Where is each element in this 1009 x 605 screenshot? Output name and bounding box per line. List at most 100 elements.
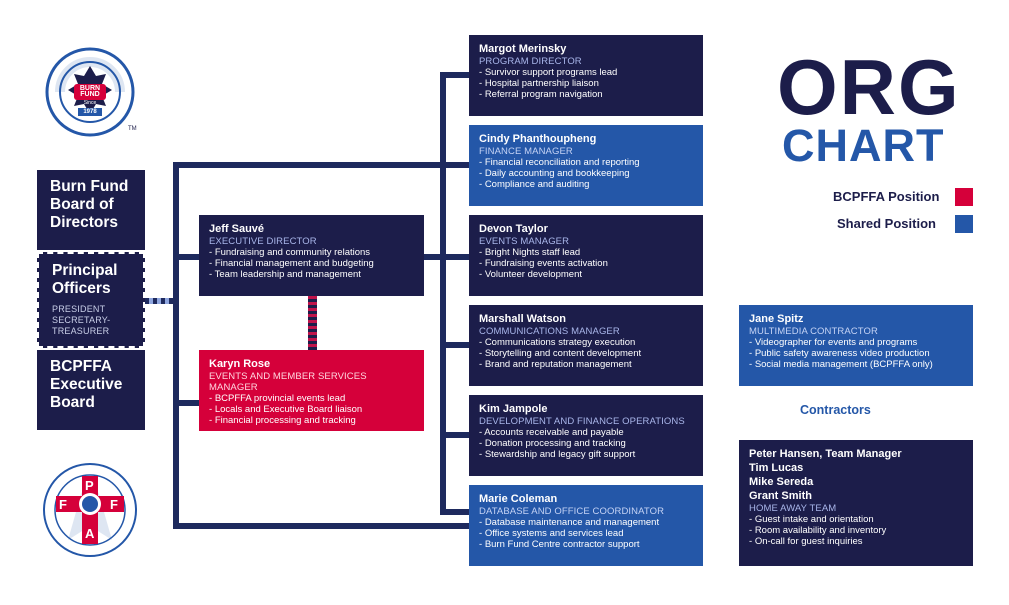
staff-card-marie: Marie Coleman Database and Office Coordi… xyxy=(469,485,703,566)
bcpffa-logo-letter-a: A xyxy=(85,526,95,541)
burn-fund-logo-since: Since xyxy=(83,100,97,106)
staff-duty: Database maintenance and management xyxy=(479,517,693,528)
connector-spine-left xyxy=(173,162,179,529)
bcpffa-logo-letter-p: P xyxy=(85,478,94,493)
staff-name: Kim Jampole xyxy=(479,403,548,415)
contractor-title: Multimedia Contractor xyxy=(749,326,878,337)
staff-title: Database and Office Coordinator xyxy=(479,506,665,517)
staff-duty: Donation processing and tracking xyxy=(479,438,693,449)
connector-staff-spine xyxy=(440,72,446,515)
contractor-name: Peter Hansen, Team Manager xyxy=(749,448,902,460)
connector-karyn xyxy=(173,400,199,406)
staff-duty: Volunteer development xyxy=(479,269,693,280)
staff-name: Cindy Phanthoupheng xyxy=(479,133,597,145)
staff-duty: Team leadership and management xyxy=(209,269,414,280)
legend-swatch-bcpffa xyxy=(955,188,973,206)
contractor-name: Jane Spitz xyxy=(749,313,804,325)
staff-duty: Daily accounting and bookkeeping xyxy=(479,168,693,179)
bcpffa-logo-letter-f-right: F xyxy=(110,497,118,512)
staff-duty: Accounts receivable and payable xyxy=(479,427,693,438)
staff-title: Events and Member Services Manager xyxy=(209,371,367,393)
connector-marie xyxy=(440,509,469,515)
connector-marshall xyxy=(440,342,469,348)
staff-duty: Storytelling and content development xyxy=(479,348,693,359)
board-of-directors-title: Burn Fund Board of Directors xyxy=(50,178,129,231)
staff-title: Finance Manager xyxy=(479,146,573,157)
connector-top-horizontal xyxy=(173,162,469,168)
staff-card-margot: Margot Merinsky Program Director Survivo… xyxy=(469,35,703,116)
staff-title: Development and Finance Operations xyxy=(479,416,685,427)
staff-duty: Fundraising and community relations xyxy=(209,247,414,258)
contractor-name: Tim Lucas xyxy=(749,462,804,474)
staff-duty: Stewardship and legacy gift support xyxy=(479,449,693,460)
executive-board-title: BCPFFA Executive Board xyxy=(50,358,123,411)
staff-duty: Hospital partnership liaison xyxy=(479,78,693,89)
staff-duty: Financial processing and tracking xyxy=(209,415,414,426)
principal-officers-box: Principal Officers President Secretary-T… xyxy=(37,252,145,348)
contractor-duty: Public safety awareness video production xyxy=(749,348,963,359)
connector-devon xyxy=(424,254,469,260)
legend-swatch-shared xyxy=(955,215,973,233)
staff-duty: Brand and reputation management xyxy=(479,359,693,370)
connector-officers-dashed xyxy=(145,298,173,304)
board-of-directors-box: Burn Fund Board of Directors xyxy=(37,170,145,250)
contractor-card-home-away: Peter Hansen, Team Manager Tim Lucas Mik… xyxy=(739,440,973,566)
staff-duty: Financial management and budgeting xyxy=(209,258,414,269)
burn-fund-logo-text: BURN FUND xyxy=(79,85,101,98)
staff-duty: Referral program navigation xyxy=(479,89,693,100)
staff-name: Marshall Watson xyxy=(479,313,566,325)
staff-duty: Office systems and services lead xyxy=(479,528,693,539)
staff-card-karyn: Karyn Rose Events and Member Services Ma… xyxy=(199,350,424,431)
contractor-name: Grant Smith xyxy=(749,490,812,502)
staff-title: Communications Manager xyxy=(479,326,620,337)
burn-fund-logo-tm: TM xyxy=(128,126,137,132)
connector-jeff xyxy=(173,254,199,260)
staff-duty: Locals and Executive Board liaison xyxy=(209,404,414,415)
staff-card-devon: Devon Taylor Events Manager Bright Night… xyxy=(469,215,703,296)
page-title-org: ORG xyxy=(777,43,961,131)
staff-duty: BCPFFA provincial events lead xyxy=(209,393,414,404)
staff-card-jeff: Jeff Sauvé Executive Director Fundraisin… xyxy=(199,215,424,296)
staff-name: Marie Coleman xyxy=(479,493,558,505)
burn-fund-logo-year: 1978 xyxy=(83,109,97,115)
staff-name: Margot Merinsky xyxy=(479,43,567,55)
staff-card-marshall: Marshall Watson Communications Manager C… xyxy=(469,305,703,386)
contractors-label: Contractors xyxy=(800,403,871,417)
page-title-chart: CHART xyxy=(782,120,945,171)
bcpffa-logo: P F F A xyxy=(42,462,138,558)
staff-duty: Compliance and auditing xyxy=(479,179,693,190)
executive-board-box: BCPFFA Executive Board xyxy=(37,350,145,430)
principal-officers-subtitle: President Secretary-Treasurer xyxy=(52,304,111,336)
staff-duty: Financial reconciliation and reporting xyxy=(479,157,693,168)
contractor-name: Mike Sereda xyxy=(749,476,814,488)
staff-title: Executive Director xyxy=(209,236,317,247)
staff-card-cindy: Cindy Phanthoupheng Finance Manager Fina… xyxy=(469,125,703,206)
connector-kim xyxy=(440,432,469,438)
legend-label-shared: Shared Position xyxy=(837,216,936,231)
staff-duty: Burn Fund Centre contractor support xyxy=(479,539,693,550)
contractor-duty: On-call for guest inquiries xyxy=(749,536,963,547)
bcpffa-logo-letter-f-left: F xyxy=(59,497,67,512)
connector-margot xyxy=(440,72,469,78)
contractor-card-jane: Jane Spitz Multimedia Contractor Videogr… xyxy=(739,305,973,386)
contractor-title: Home Away Team xyxy=(749,503,837,514)
contractor-duty: Guest intake and orientation xyxy=(749,514,963,525)
staff-title: Program Director xyxy=(479,56,582,67)
contractor-duty: Room availability and inventory xyxy=(749,525,963,536)
staff-name: Karyn Rose xyxy=(209,358,271,370)
legend-label-bcpffa: BCPFFA Position xyxy=(833,189,940,204)
contractor-duty: Videographer for events and programs xyxy=(749,337,963,348)
staff-name: Jeff Sauvé xyxy=(209,223,265,235)
staff-card-kim: Kim Jampole Development and Finance Oper… xyxy=(469,395,703,476)
staff-name: Devon Taylor xyxy=(479,223,548,235)
connector-bottom-horizontal xyxy=(173,523,469,529)
staff-duty: Fundraising events activation xyxy=(479,258,693,269)
staff-title: Events Manager xyxy=(479,236,570,247)
connector-jeff-karyn-dashed xyxy=(308,296,317,350)
principal-officers-title: Principal Officers xyxy=(52,262,118,297)
staff-duty: Bright Nights staff lead xyxy=(479,247,693,258)
contractor-duty: Social media management (BCPFFA only) xyxy=(749,359,963,370)
staff-duty: Communications strategy execution xyxy=(479,337,693,348)
staff-duty: Survivor support programs lead xyxy=(479,67,693,78)
burn-fund-logo: BURN FUND Since 1978 TM xyxy=(44,46,140,142)
